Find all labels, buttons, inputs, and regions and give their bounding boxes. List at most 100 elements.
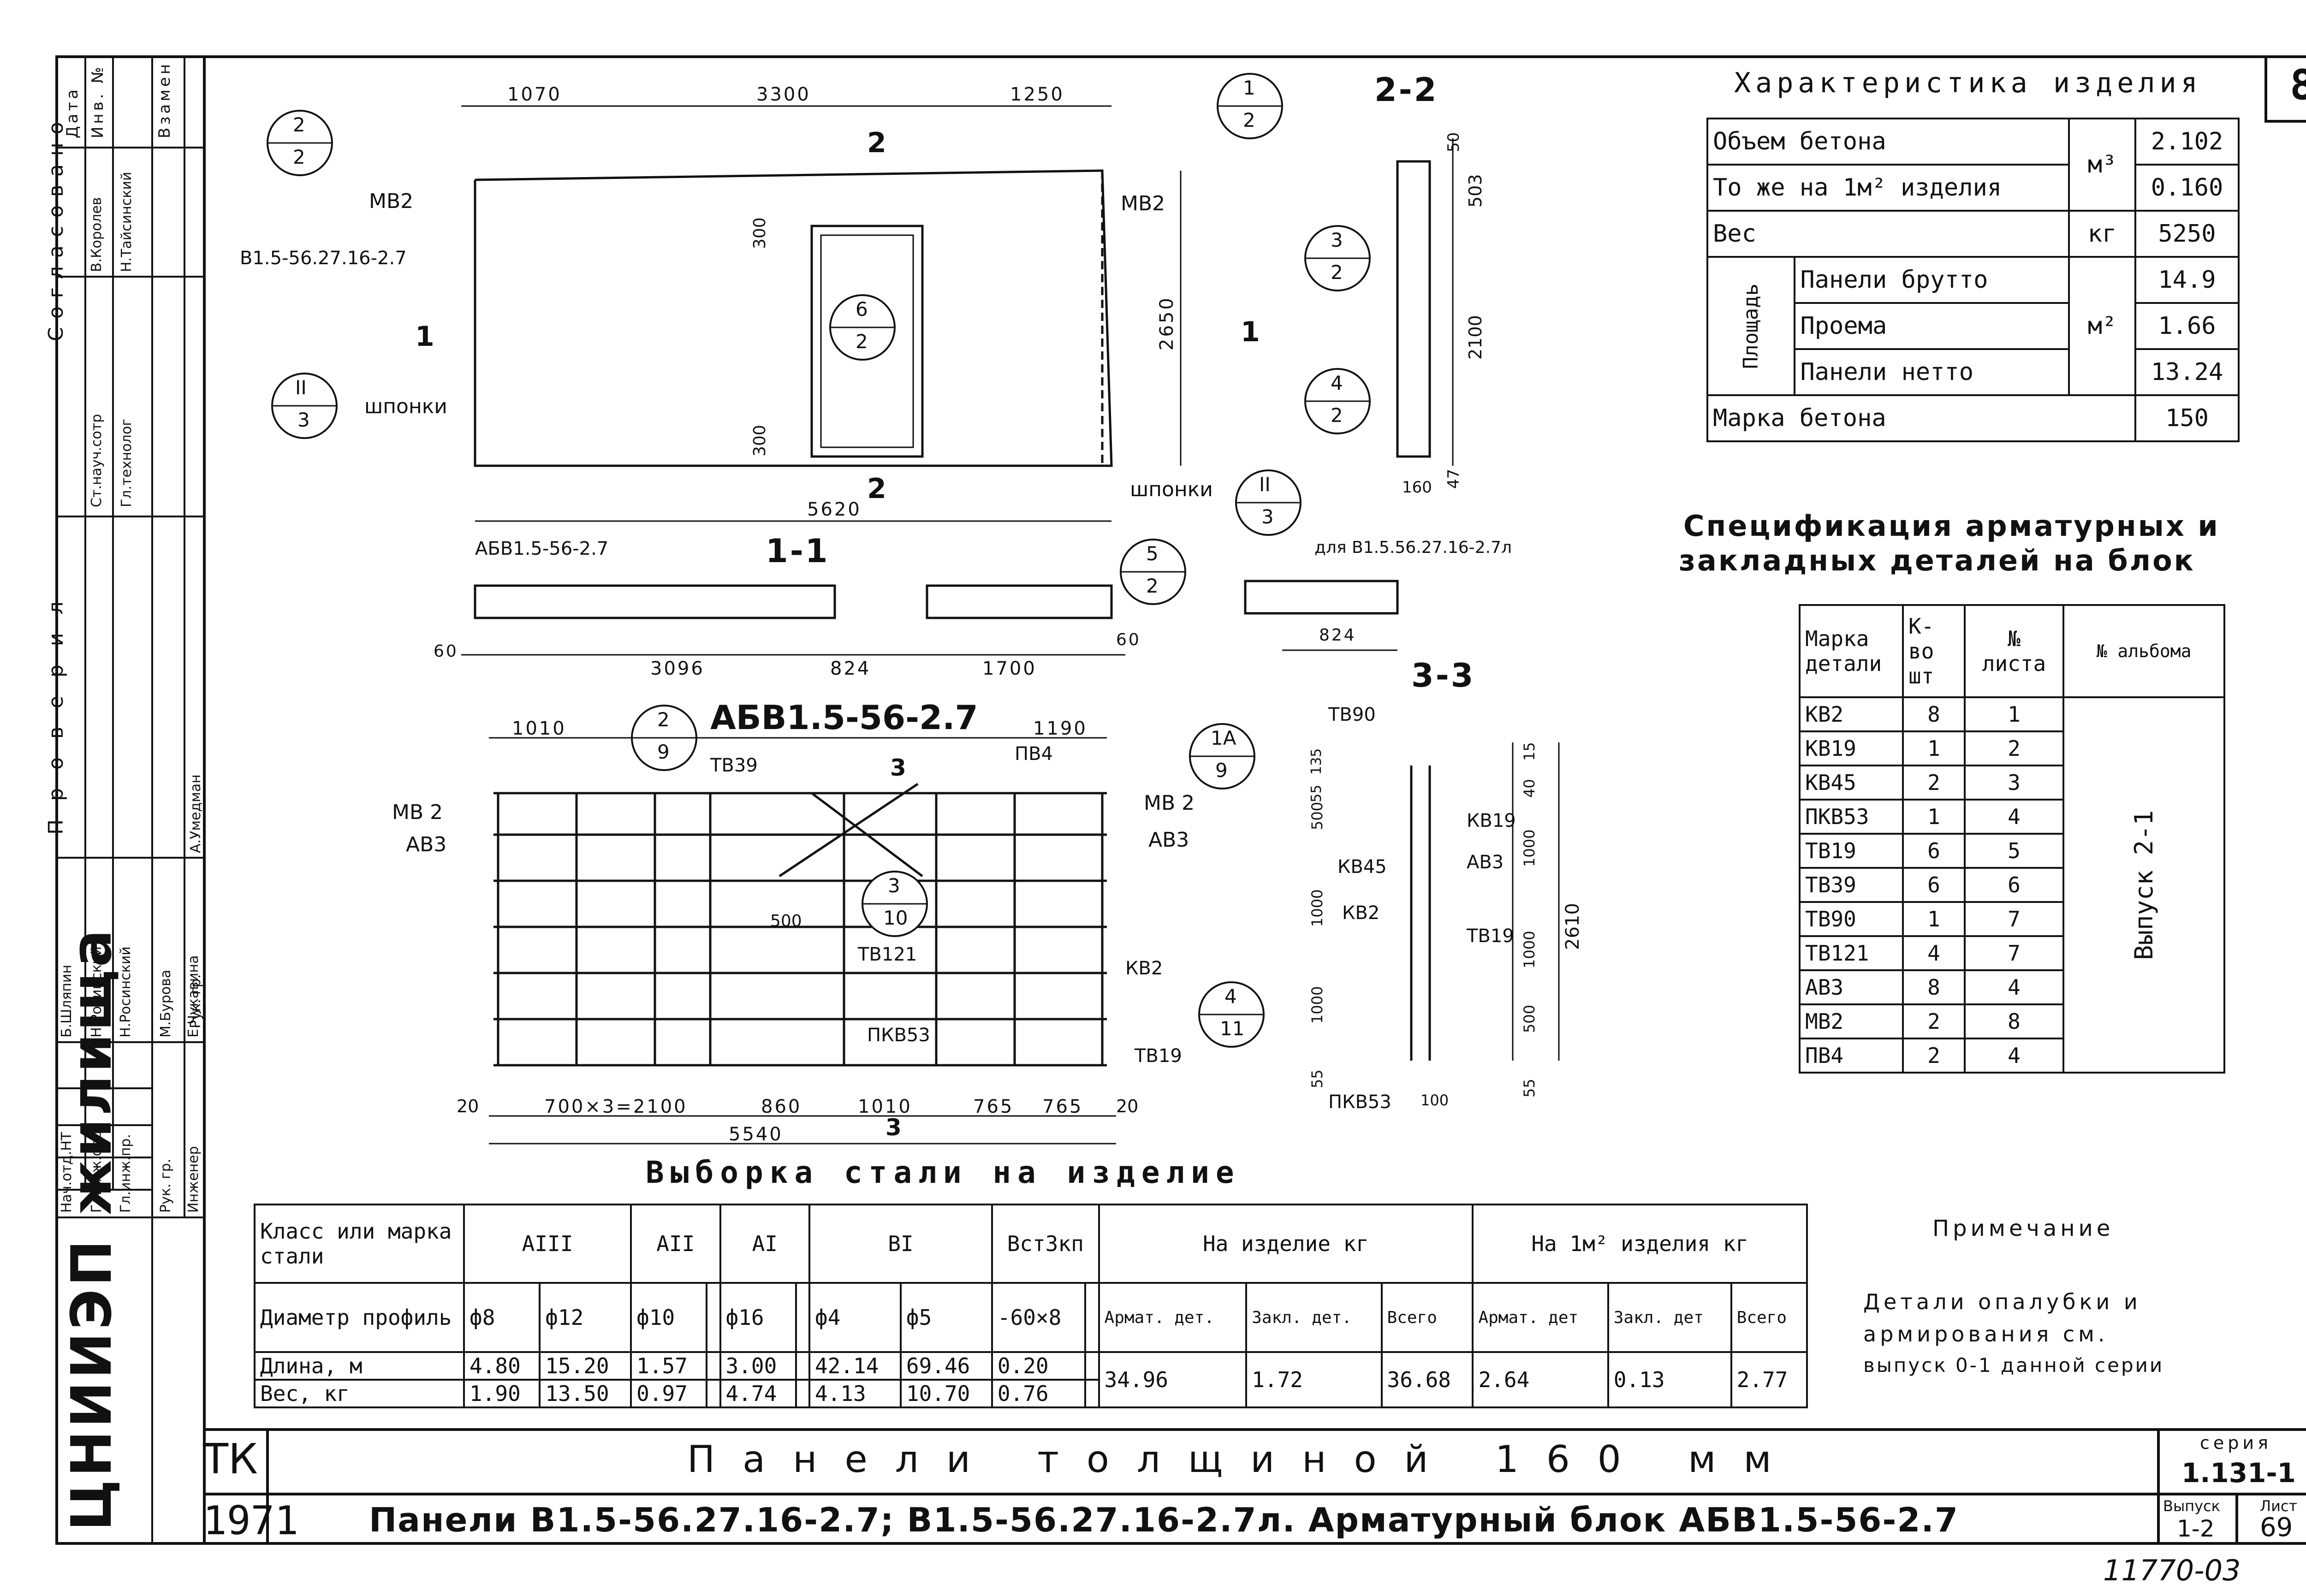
cut-mark-2-top: 2 <box>867 127 886 159</box>
bubble-11-top: 3 <box>888 874 900 897</box>
char-value: 0.160 <box>2134 164 2240 212</box>
spec-title-1: Спецификация арматурных и <box>1683 509 2220 543</box>
char-value: 14.9 <box>2134 256 2240 304</box>
steel-sub: Всего <box>1380 1282 1474 1353</box>
spec-mark: КВ45 <box>1799 765 1904 801</box>
section-2-2 <box>1396 160 1431 458</box>
block-label-500: 500 <box>770 912 802 931</box>
spec-qty: 6 <box>1902 833 1966 869</box>
rebar-block <box>493 783 1107 1067</box>
side-dim-1000a: 1000 <box>1521 829 1538 867</box>
bubble-1-bottom: 2 <box>293 146 305 168</box>
section-3-3-label: 3-3 <box>1411 657 1475 694</box>
steel-class: ВI <box>808 1204 993 1284</box>
steel-rowhead-weight: Вес, кг <box>254 1379 465 1408</box>
steel-title: Выборка стали на изделие <box>646 1155 1241 1190</box>
spec-qty: 8 <box>1902 969 1966 1005</box>
steel-rowhead-length: Длина, м <box>254 1351 465 1381</box>
bubble-7-bottom: 2 <box>1331 404 1343 427</box>
steel-length: 1.57 <box>630 1351 708 1381</box>
spec-head-qty: К-во шт <box>1902 604 1966 698</box>
steel-total: 34.96 <box>1098 1351 1248 1408</box>
side-dim-1000-left-b: 1000 <box>1308 986 1326 1024</box>
steel-class: АII <box>630 1204 721 1284</box>
spec-qty: 1 <box>1902 901 1966 937</box>
char-value: 1.66 <box>2134 302 2240 350</box>
steel-sub: Закл. дет <box>1607 1282 1732 1353</box>
approval-strip <box>55 55 203 1545</box>
steel-length: 42.14 <box>808 1351 902 1381</box>
characteristics-table: Объем бетона м³ 2.102 То же на 1м² издел… <box>1706 118 2240 442</box>
steel-diameter: ф12 <box>539 1282 632 1353</box>
block-label-tv121: ТВ121 <box>858 944 917 965</box>
block-bot-dim-7: 20 <box>1116 1096 1139 1116</box>
steel-length: 15.20 <box>539 1351 632 1381</box>
sheet-value: 69 <box>2260 1513 2293 1543</box>
side-label-kv45: КВ45 <box>1337 856 1387 878</box>
char-value: 2.102 <box>2134 118 2240 166</box>
opening <box>810 225 924 458</box>
block-label-pv4: ПВ4 <box>1015 743 1053 765</box>
spec-mark: ТВ19 <box>1799 833 1904 869</box>
s11-dim-1: 60 <box>434 642 458 661</box>
steel-class: АIII <box>463 1204 632 1284</box>
char-label: Объем бетона <box>1706 118 2070 166</box>
bubble-3-bottom: 2 <box>856 330 868 353</box>
char-label: Панели брутто <box>1794 256 2070 304</box>
side-label-pkv53: ПКВ53 <box>1328 1092 1391 1113</box>
spec-mark: КВ2 <box>1799 696 1904 732</box>
bubble-5-top: II <box>1259 473 1271 496</box>
corner-sheet-number: 87 <box>2290 61 2306 109</box>
block-bot-dim-4: 1010 <box>858 1096 912 1117</box>
steel-length: 4.80 <box>463 1351 541 1381</box>
side-dim-135: 135 <box>1308 748 1325 775</box>
char-label: Панели нетто <box>1794 348 2070 396</box>
spec-head-sheet: № листа <box>1964 604 2064 698</box>
panel-dim-left: 1070 <box>507 84 562 105</box>
panel-dim-height: 2650 <box>1156 296 1177 350</box>
char-value: 150 <box>2134 394 2240 442</box>
steel-weight: 1.90 <box>463 1379 541 1408</box>
spec-mark: ПКВ53 <box>1799 799 1904 835</box>
spec-qty: 2 <box>1902 1003 1966 1039</box>
section-1-1-label: 1-1 <box>766 532 830 570</box>
spec-qty: 4 <box>1902 935 1966 971</box>
steel-diameter: ф8 <box>463 1282 541 1353</box>
char-unit: кг <box>2068 210 2136 258</box>
bubble-4-bottom: 3 <box>297 409 310 431</box>
title-block-year: 1971 <box>203 1498 299 1544</box>
char-label: То же на 1м² изделия <box>1706 164 2070 212</box>
spec-title-2: закладных деталей на блок <box>1679 544 2195 577</box>
section-1-1-left <box>474 584 836 619</box>
block-bot-dim-1: 20 <box>457 1096 479 1116</box>
steel-total: 2.77 <box>1730 1351 1808 1408</box>
steel-weight: 0.76 <box>991 1379 1086 1408</box>
steel-length: 0.20 <box>991 1351 1086 1381</box>
opening-dim-top: 300 <box>750 217 769 249</box>
section-1-1-right <box>926 584 1113 619</box>
sheet-label: Лист <box>2260 1497 2298 1515</box>
char-value: 5250 <box>2134 210 2240 258</box>
steel-sub: Армат. дет <box>1472 1282 1609 1353</box>
block-bot-dim-2: 700×3=2100 <box>544 1096 688 1117</box>
side-label-tv90: ТВ90 <box>1328 704 1376 725</box>
steel-diameter: ф10 <box>630 1282 708 1353</box>
spec-table: Марка детали К-во шт № листа № альбома К… <box>1799 604 2226 1074</box>
cut-mark-1-right: 1 <box>1241 316 1260 348</box>
sec22-dim-5: 160 <box>1402 478 1432 497</box>
note-line-2: армирования см. <box>1863 1322 2109 1347</box>
block-label-kv2: КВ2 <box>1125 958 1163 979</box>
side-dim-1000b: 1000 <box>1521 931 1538 968</box>
steel-diameter <box>1084 1282 1100 1353</box>
archive-number: 11770-03 <box>2103 1554 2241 1587</box>
spec-sheet: 7 <box>1964 935 2064 971</box>
cut-mark-3-top: 3 <box>890 754 906 781</box>
spec-qty: 2 <box>1902 1038 1966 1074</box>
sec22-dim-2: 503 <box>1465 174 1486 208</box>
spec-head-mark: Марка детали <box>1799 604 1904 698</box>
sec22-dim-3: 2100 <box>1465 315 1486 360</box>
note-title: Примечание <box>1932 1216 2114 1241</box>
opening-dim-bottom: 300 <box>750 425 769 457</box>
